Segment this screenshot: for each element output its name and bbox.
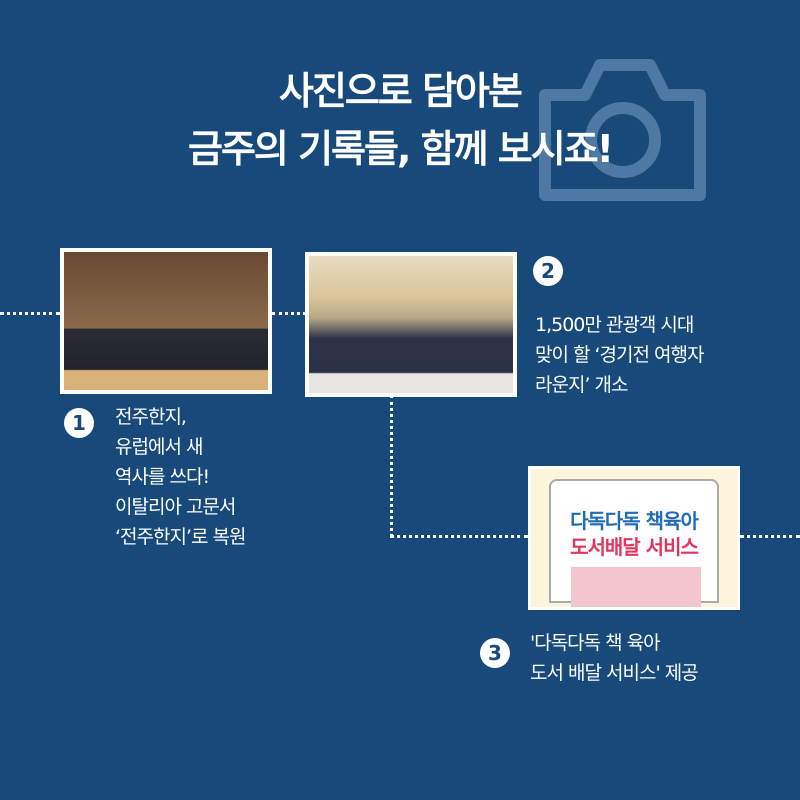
caption-line: '다독다독 책 육아: [530, 632, 661, 654]
caption-2: 1,500만 관광객 시대 맞이 할 ‘경기전 여행자 라운지’ 개소: [535, 310, 704, 400]
photo-hanji-signing: [60, 248, 272, 394]
connector-line: [740, 535, 800, 538]
caption-line: ‘전주한지’로 복원: [115, 526, 246, 548]
caption-3: '다독다독 책 육아 도서 배달 서비스' 제공: [530, 628, 699, 688]
caption-line: 전주한지,: [115, 406, 187, 428]
title-line-2: 금주의 기록들, 함께 보시죠!: [187, 127, 614, 171]
connector-line: [272, 312, 306, 315]
poster-title-1: 다독다독 책육아: [570, 509, 699, 533]
caption-line: 맞이 할 ‘경기전 여행자: [535, 344, 704, 366]
number-badge-3: 3: [480, 638, 510, 668]
caption-line: 도서 배달 서비스' 제공: [530, 662, 699, 684]
number-badge-2: 2: [533, 256, 563, 286]
caption-line: 이탈리아 고문서: [115, 496, 236, 518]
connector-line: [390, 535, 528, 538]
caption-line: 유럽에서 새: [115, 436, 203, 458]
caption-line: 역사를 쓰다!: [115, 466, 210, 488]
connector-line: [0, 312, 60, 315]
caption-1: 전주한지, 유럽에서 새 역사를 쓰다! 이탈리아 고문서 ‘전주한지’로 복원: [115, 402, 246, 552]
camera-icon: [539, 59, 706, 201]
title-line-1: 사진으로 담아본: [279, 69, 523, 113]
poster-title-2: 도서배달 서비스: [570, 535, 699, 559]
page-title: 사진으로 담아본 금주의 기록들, 함께 보시죠!: [0, 62, 800, 178]
connector-line: [390, 395, 393, 537]
caption-line: 1,500만 관광객 시대: [535, 314, 694, 336]
photo-lounge-opening: [305, 252, 517, 397]
poster-book-delivery: 다독다독 책육아 도서배달 서비스: [528, 466, 740, 610]
caption-line: 라운지’ 개소: [535, 374, 628, 396]
number-badge-1: 1: [64, 408, 94, 438]
